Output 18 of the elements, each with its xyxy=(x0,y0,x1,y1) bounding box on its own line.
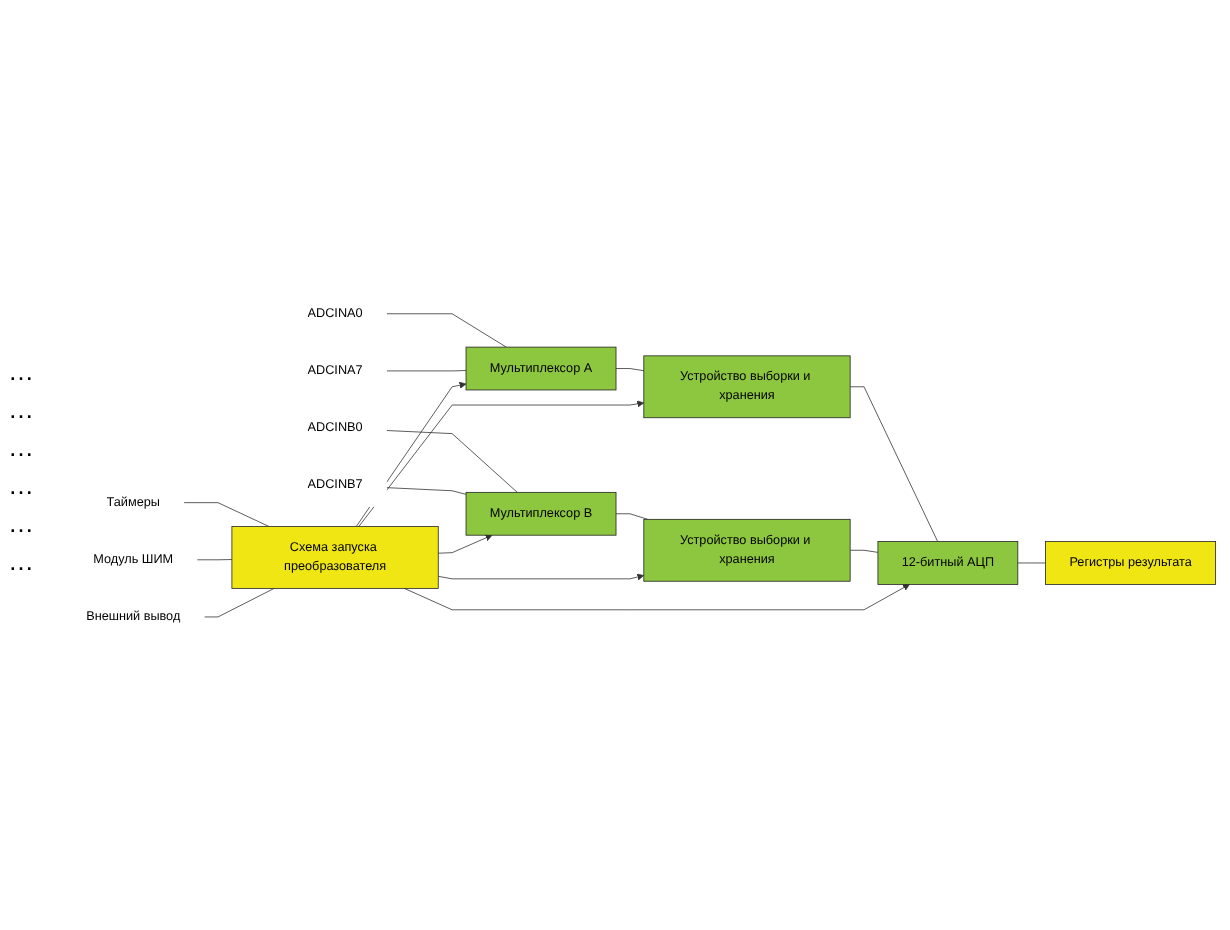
connector xyxy=(1017,562,1046,563)
connector xyxy=(386,313,507,348)
connector xyxy=(849,549,879,553)
ellipsis-label: … xyxy=(8,431,36,461)
connector xyxy=(849,386,939,542)
connector xyxy=(386,486,467,495)
ellipsis-label: … xyxy=(8,469,36,499)
ellipsis-label: … xyxy=(8,545,36,575)
connector xyxy=(203,587,275,617)
connector xyxy=(386,369,467,371)
ellipsis-label: … xyxy=(8,393,36,423)
connector xyxy=(386,429,518,493)
ellipsis-label: … xyxy=(8,355,36,385)
connector xyxy=(615,513,649,520)
connector xyxy=(183,501,270,527)
connector xyxy=(615,367,645,371)
ellipsis-label: … xyxy=(8,507,36,537)
connector xyxy=(196,558,233,560)
